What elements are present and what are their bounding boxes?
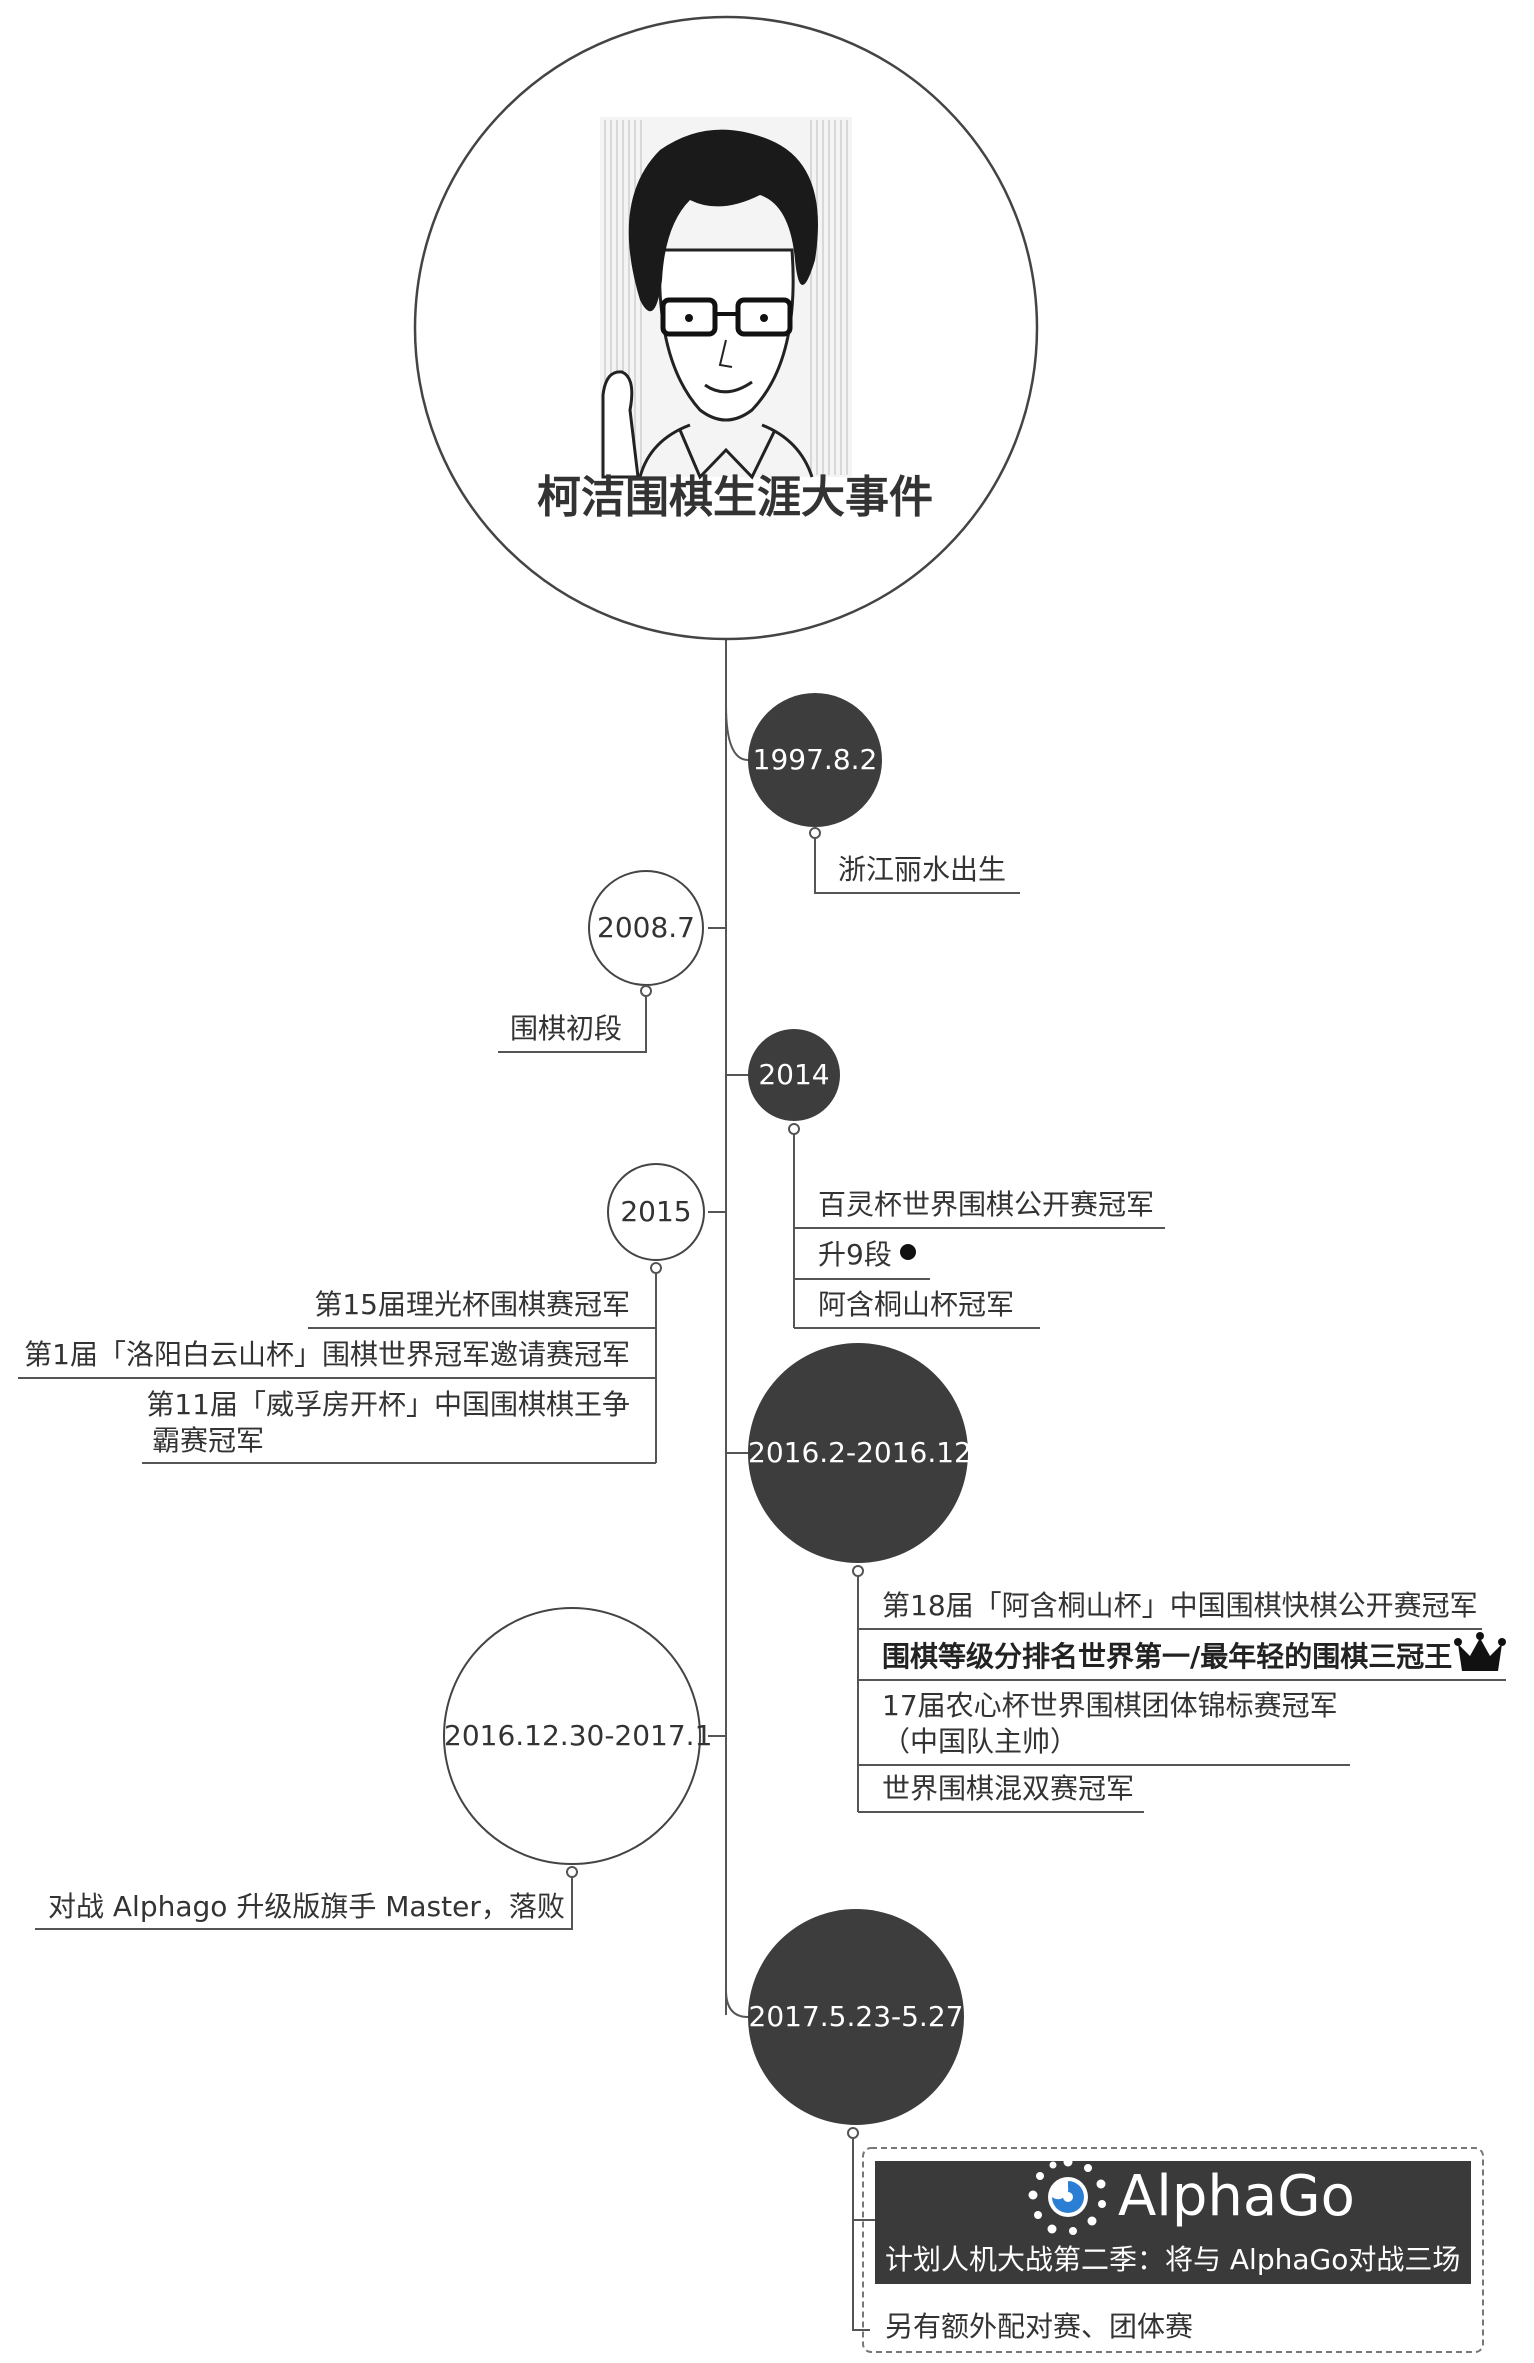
event-item: 百灵杯世界围棋公开赛冠军 [818,1188,1155,1221]
date-node-2016 [748,1343,968,1563]
event-item: （中国队主帅） [882,1725,1079,1758]
date-label-2017: 2017.5.23-5.27 [748,2000,964,2033]
date-node-2017 [748,1909,964,2125]
event-item: 17届农心杯世界围棋团体锦标赛冠军 [882,1689,1338,1722]
event-item-highlight: 围棋等级分排名世界第一/最年轻的围棋三冠王 [882,1640,1453,1673]
date-node-2015 [607,1163,705,1261]
event-item: 第18届「阿含桐山杯」中国围棋快棋公开赛冠军 [882,1589,1478,1622]
event-item: 阿含桐山杯冠军 [818,1288,1015,1321]
event-item: 另有额外配对赛、团体赛 [885,2310,1194,2343]
alphago-card [875,2161,1471,2284]
event-item: 第11届「威孚房开杯」中国围棋棋王争 [146,1388,630,1421]
date-label-2016-2017: 2016.12.30-2017.1 [444,1719,713,1752]
alphago-brand: AlphaGo [1118,2164,1355,2229]
date-node-2016-2017 [443,1607,701,1865]
date-node-1997 [748,693,882,827]
alphago-logo-icon [1028,2157,1106,2235]
alphago-container [862,2147,1484,2353]
date-node-2014 [748,1029,840,1121]
branch-lines [18,833,1506,2331]
event-item: 对战 Alphago 升级版旗手 Master，落败 [48,1890,565,1923]
date-label-2016: 2016.2-2016.12 [748,1436,972,1469]
event-item: 第1届「洛阳白云山杯」围棋世界冠军邀请赛冠军 [24,1338,630,1371]
event-item: 围棋初段 [510,1012,623,1045]
connector-dots [566,827,864,2139]
event-item: 升9段 [818,1238,892,1271]
black-stone-icon [900,1244,916,1260]
trunk-connectors [708,704,749,2018]
crown-icon [1454,1632,1506,1671]
event-item: 第15届理光杯围棋赛冠军 [314,1288,630,1321]
portrait-illustration [600,117,852,480]
event-item: 浙江丽水出生 [838,853,1007,886]
date-label-2014: 2014 [758,1058,830,1091]
date-label-2008: 2008.7 [597,911,695,944]
event-item: 霸赛冠军 [152,1424,265,1457]
event-item: 计划人机大战第二季：将与 AlphaGo对战三场 [885,2243,1461,2276]
date-label-1997: 1997.8.2 [752,743,878,776]
event-item: 世界围棋混双赛冠军 [882,1772,1135,1805]
page-title: 柯洁围棋生涯大事件 [537,472,933,523]
date-label-2015: 2015 [620,1195,692,1228]
